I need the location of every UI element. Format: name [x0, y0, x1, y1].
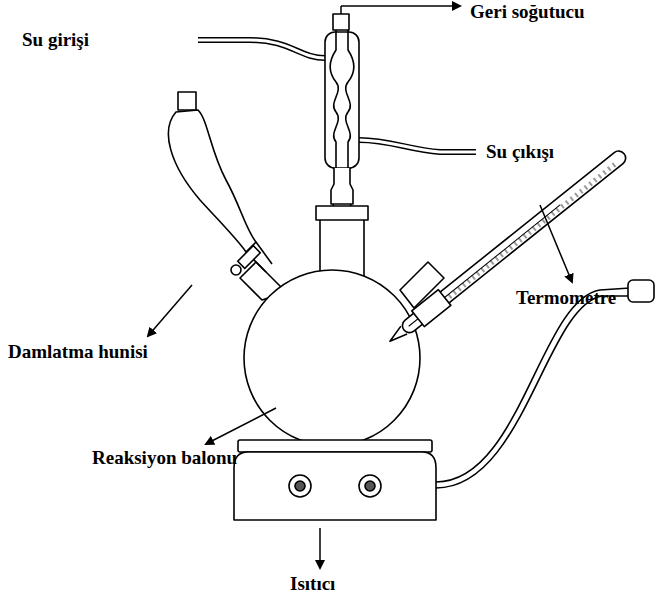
- water-inlet-label: Su girişi: [22, 30, 89, 51]
- thermometer-label: Termometre: [516, 288, 616, 309]
- water-outlet-label: Su çıkışı: [486, 142, 554, 163]
- reaction-flask-label: Reaksiyon balonu: [92, 448, 237, 469]
- heater-label: Isıtıcı: [290, 574, 335, 595]
- dropping-funnel-label: Damlatma hunisi: [8, 342, 148, 363]
- condenser-label: Geri soğutucu: [470, 2, 585, 23]
